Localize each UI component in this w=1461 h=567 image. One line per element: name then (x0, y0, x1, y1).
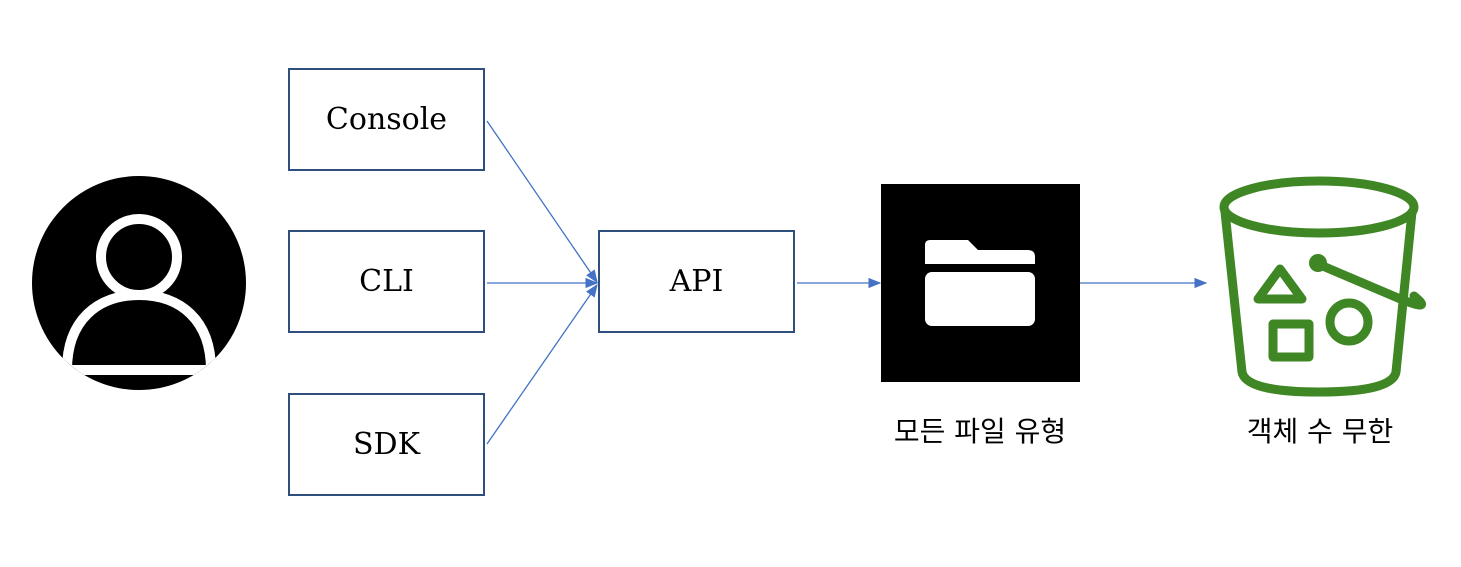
arrow-sdk-to-api (486, 283, 598, 445)
bucket-caption: 객체 수 무한 (1246, 415, 1394, 448)
console-box: Console (288, 68, 485, 171)
arrow-console-to-api (486, 120, 598, 284)
cli-box: CLI (288, 230, 485, 333)
cli-label: CLI (359, 264, 414, 299)
sdk-label: SDK (352, 427, 421, 462)
console-label: Console (325, 102, 448, 137)
api-box: API (598, 230, 795, 333)
sdk-box: SDK (288, 393, 485, 496)
api-label: API (669, 264, 724, 299)
folder-caption: 모든 파일 유형 (893, 415, 1067, 448)
